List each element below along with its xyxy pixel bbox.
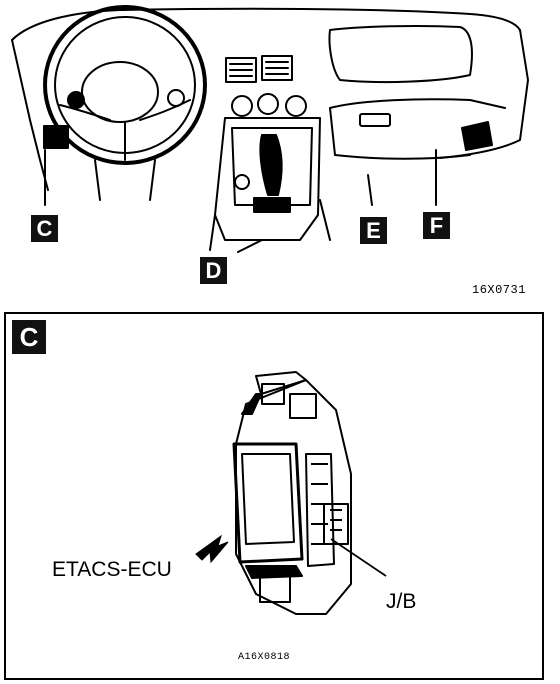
detail-figure-code: A16X0818 [238, 652, 291, 663]
location-tag-f: F [423, 212, 450, 239]
glovebox-handle [359, 113, 391, 127]
ecu-arrow [195, 534, 229, 564]
dash-top-edge [11, 7, 521, 41]
overview-figure-code: 16X0731 [472, 283, 526, 297]
leader-jb [330, 538, 387, 577]
glovebox-line [329, 98, 506, 109]
climate-knob-left [231, 95, 253, 117]
upper-right-panel [328, 25, 473, 84]
detail-section-tag: C [12, 320, 46, 354]
right-vent [461, 121, 493, 151]
junction-block-body [235, 379, 352, 615]
steering-hub [81, 61, 159, 123]
location-tag-c: C [31, 215, 58, 242]
location-tag-d: D [200, 257, 227, 284]
gear-shifter [259, 134, 283, 196]
leader-e [367, 174, 373, 206]
climate-knob-center [257, 93, 279, 115]
climate-knob-right [285, 95, 307, 117]
center-vent-right [261, 55, 293, 81]
dash-left-edge [11, 39, 49, 191]
junction-block-top [255, 371, 307, 395]
steering-wheel [43, 5, 207, 165]
dashboard-overview: C D E F 16X0731 [0, 0, 560, 300]
detail-panel: C ETACS-ECU [4, 312, 544, 680]
dashboard-drawing [11, 5, 529, 253]
ecu-drawing [195, 371, 387, 615]
jb-side-connector [323, 503, 349, 545]
junction-block-label: J/B [386, 590, 417, 613]
location-tag-e: E [360, 217, 387, 244]
etacs-ecu-box [232, 442, 304, 564]
leader-d [237, 239, 263, 253]
center-vent-left [225, 57, 257, 83]
etacs-ecu-label: ETACS-ECU [52, 558, 172, 581]
